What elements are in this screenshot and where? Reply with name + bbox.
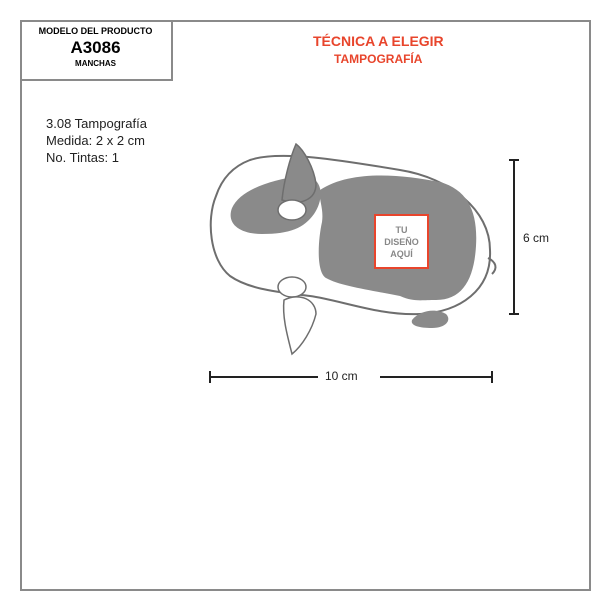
technique-value: TAMPOGRAFÍA: [334, 52, 423, 66]
specs-block: 3.08 Tampografía Medida: 2 x 2 cm No. Ti…: [46, 115, 147, 166]
spec-inks: No. Tintas: 1: [46, 150, 119, 165]
cow-ear-top: [281, 142, 317, 204]
width-dimension-label: 10 cm: [325, 369, 358, 383]
design-area-line2: DISEÑO: [384, 236, 419, 247]
spec-technique: 3.08 Tampografía: [46, 116, 147, 131]
cow-nose-top: [277, 199, 307, 221]
model-name: MANCHAS: [75, 59, 116, 68]
model-info-box: MODELO DEL PRODUCTO A3086 MANCHAS: [20, 20, 173, 81]
cow-tail: [487, 257, 497, 275]
model-code: A3086: [70, 38, 121, 57]
spec-size: Medida: 2 x 2 cm: [46, 133, 145, 148]
height-dimension-label: 6 cm: [523, 231, 550, 245]
design-area-line1: TU: [395, 224, 408, 235]
cow-ear-bottom: [282, 296, 317, 356]
model-label: MODELO DEL PRODUCTO: [38, 26, 153, 36]
design-area-line3: AQUÍ: [390, 248, 413, 259]
technique-title: TÉCNICA A ELEGIR: [313, 33, 444, 49]
page-frame: [20, 20, 591, 591]
cow-spot-bottom: [411, 310, 449, 328]
cow-nose-bottom: [277, 276, 307, 298]
design-area-box: TU DISEÑO AQUÍ: [374, 214, 429, 269]
